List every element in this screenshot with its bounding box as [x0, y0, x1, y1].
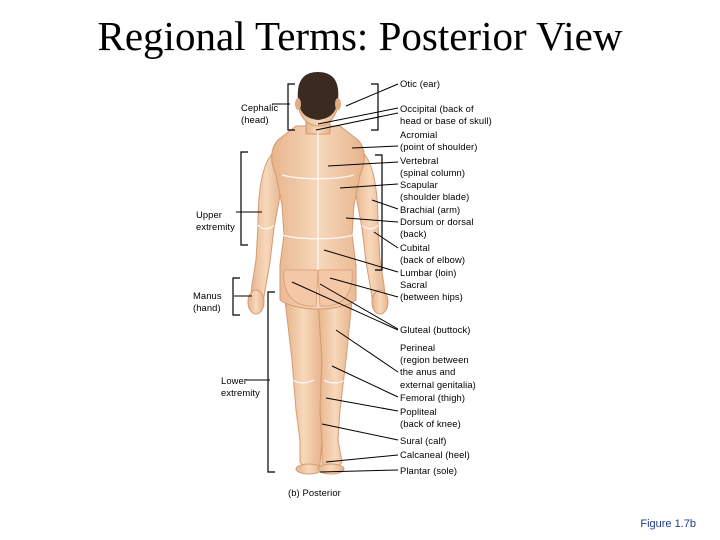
slide-title: Regional Terms: Posterior View [97, 13, 623, 59]
figure-reference: Figure 1.7b [640, 518, 696, 530]
ear-left [295, 98, 301, 110]
label-upper-extremity: Upper extremity [196, 209, 235, 233]
label-lower-extremity: Lower extremity [221, 375, 260, 399]
label-femoral: Femoral (thigh) [400, 392, 466, 403]
label-scapular: Scapular (shoulder blade) [400, 179, 470, 203]
ear-right [335, 98, 341, 110]
region-boundaries [257, 132, 379, 384]
leader-lines [234, 83, 399, 473]
label-lumbar: Lumbar (loin) [400, 267, 457, 278]
label-calcaneal: Calcaneal (heel) [400, 449, 470, 460]
label-perineal: Perineal (region between the anus and ex… [400, 342, 476, 390]
label-gluteal: Gluteal (buttock) [400, 324, 471, 335]
figure-caption: (b) Posterior [288, 487, 341, 498]
label-sural: Sural (calf) [400, 435, 447, 446]
label-vertebral: Vertebral (spinal column) [400, 155, 466, 179]
label-sacral: Sacral (between hips) [400, 279, 463, 303]
label-cephalic: Cephalic (head) [241, 102, 279, 126]
label-manus: Manus (hand) [193, 290, 222, 314]
left-brackets [232, 83, 295, 473]
label-otic: Otic (ear) [400, 78, 441, 89]
gluteal-region [283, 269, 353, 307]
label-acromial: Acromial (point of shoulder) [400, 129, 478, 153]
right-brackets [371, 83, 383, 271]
label-brachial: Brachial (arm) [400, 204, 461, 215]
label-popliteal: Popliteal (back of knee) [400, 406, 461, 430]
hair [297, 72, 339, 120]
label-dorsum: Dorsum or dorsal (back) [400, 216, 474, 240]
label-occipital: Occipital (back of head or base of skull… [400, 103, 492, 127]
label-plantar: Plantar (sole) [400, 465, 458, 476]
label-cubital: Cubital (back of elbow) [400, 242, 466, 266]
